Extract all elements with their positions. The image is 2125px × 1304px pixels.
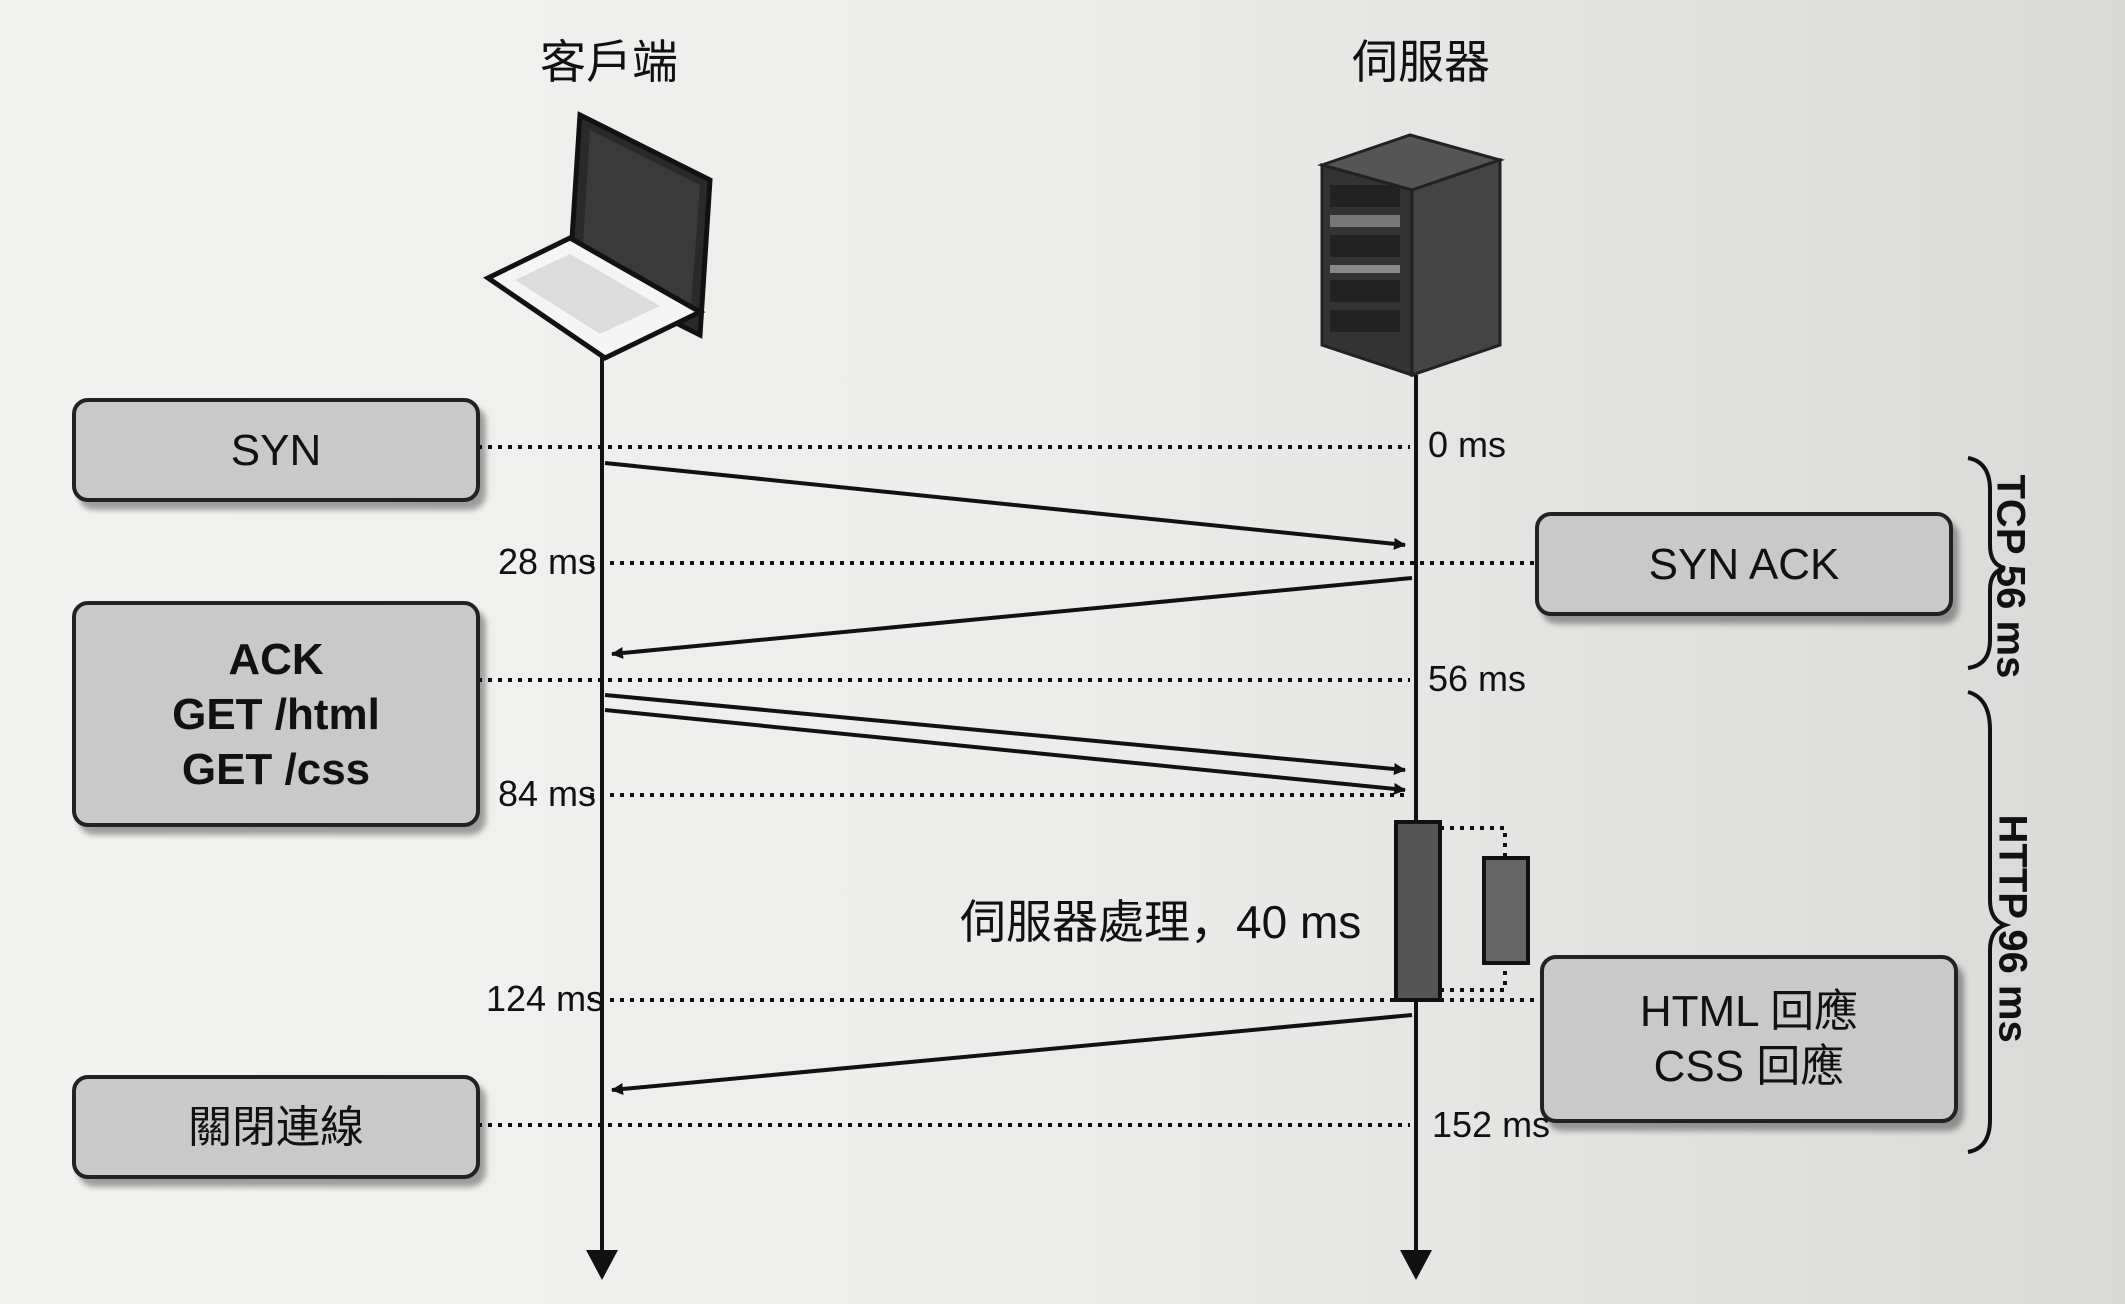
time-0ms: 0 ms [1428,424,1507,465]
get-html-arrow [604,693,1406,775]
http-brace [1967,690,2012,1154]
server-icon [1316,133,1506,378]
server-label: 伺服器 [1352,36,1490,88]
ack-label: ACK [228,634,324,684]
syn-ack-label: SYN ACK [1648,539,1840,589]
time-guides [478,445,1540,1127]
close-connection-label: 關閉連線 [188,1102,364,1152]
client-label: 客戶端 [540,36,678,88]
syn-arrow [604,461,1406,550]
http-phase-label: HTTP 96 ms [1990,814,2035,1043]
time-56ms: 56 ms [1428,658,1527,699]
get-css-label: GET /css [181,744,371,794]
syn-label: SYN [230,425,322,475]
get-css-arrow [604,708,1406,795]
processing-bar-html [1394,820,1442,1002]
tcp-phase-label: TCP 56 ms [1988,474,2033,679]
syn-ack-arrow [611,576,1413,659]
time-152ms: 152 ms [1432,1104,1551,1145]
processing-connector [1440,826,1507,858]
response-arrow [611,1013,1413,1095]
time-28ms: 28 ms [498,541,597,582]
processing-connector-2 [1440,965,1507,992]
server-processing-label: 伺服器處理，40 ms [960,896,1362,948]
html-response-label: HTML 回應 [1639,987,1859,1036]
client-lifeline-arrowhead [586,1250,618,1280]
tcp-brace [1967,456,2006,670]
syn-ack-box: SYN ACK [1535,512,1953,616]
syn-box: SYN [72,398,480,502]
server-lifeline-arrowhead [1400,1250,1432,1280]
ack-get-box: ACK GET /html GET /css [72,601,480,827]
time-84ms: 84 ms [498,773,597,814]
response-box: HTML 回應 CSS 回應 [1540,955,1958,1123]
time-124ms: 124 ms [486,978,605,1019]
get-html-label: GET /html [172,689,380,739]
processing-bar-css [1482,856,1530,965]
laptop-icon [483,111,713,361]
css-response-label: CSS 回應 [1653,1042,1845,1091]
close-connection-box: 關閉連線 [72,1075,480,1179]
